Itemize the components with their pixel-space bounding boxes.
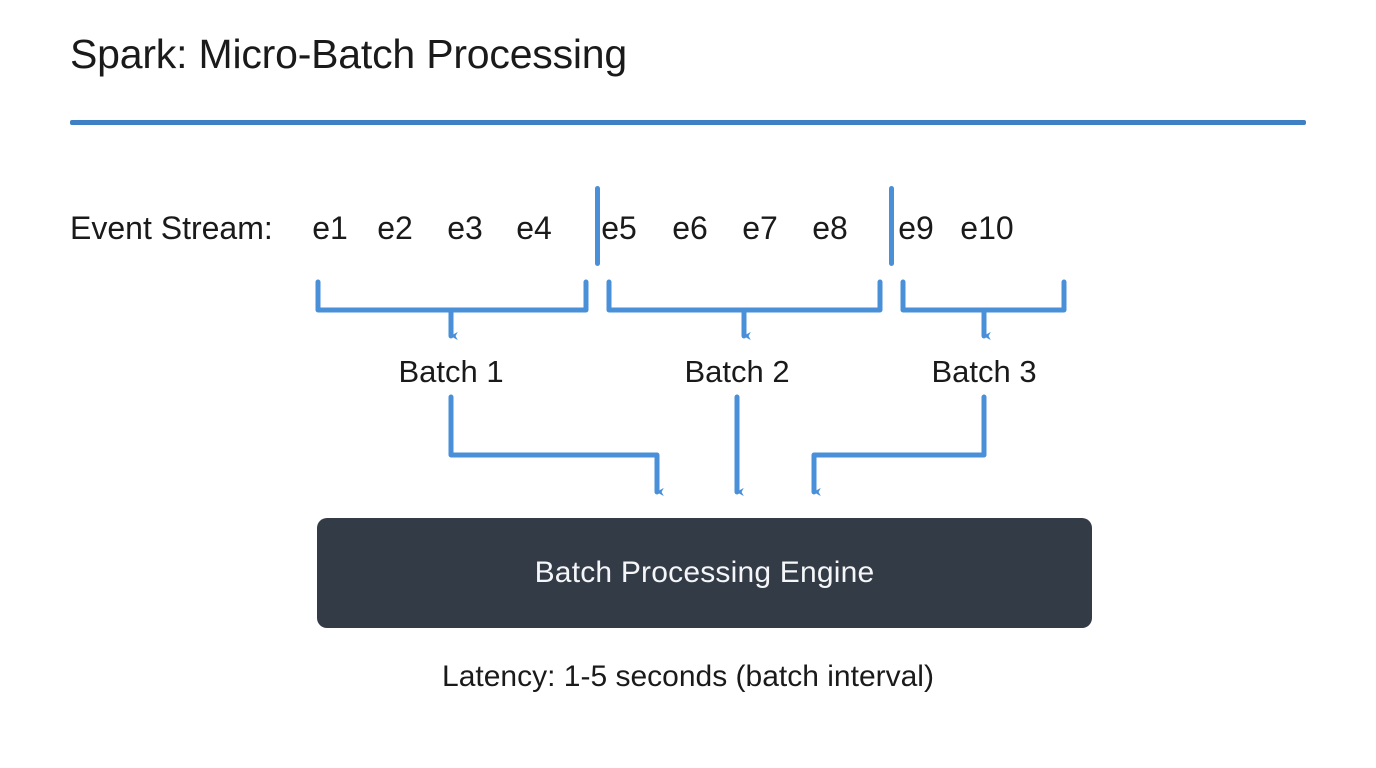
bracket-batch-1 xyxy=(315,279,589,313)
divider-2 xyxy=(889,186,894,266)
event-e6: e6 xyxy=(672,210,708,246)
arrow-batch-3-to-engine xyxy=(811,394,987,497)
event-e3: e3 xyxy=(447,210,483,246)
divider-1 xyxy=(595,186,600,266)
event-e4: e4 xyxy=(516,210,552,246)
engine-label: Batch Processing Engine xyxy=(534,556,875,589)
event-stream-label: Event Stream: xyxy=(70,210,273,246)
arrow-batch-1-to-engine xyxy=(448,394,664,497)
latency-caption: Latency: 1-5 seconds (batch interval) xyxy=(442,660,934,693)
event-e9: e9 xyxy=(898,210,934,246)
batch-label-3: Batch 3 xyxy=(931,354,1037,389)
event-e1: e1 xyxy=(312,210,348,246)
batch-label-1: Batch 1 xyxy=(398,354,504,389)
event-e8: e8 xyxy=(812,210,848,246)
event-e2: e2 xyxy=(377,210,413,246)
batch-processing-engine-box: Batch Processing Engine xyxy=(317,518,1092,628)
event-e10: e10 xyxy=(960,210,1014,246)
page-title: Spark: Micro-Batch Processing xyxy=(70,31,628,77)
event-e7: e7 xyxy=(742,210,778,246)
batch-label-2: Batch 2 xyxy=(684,354,790,389)
title-divider-rule xyxy=(70,120,1306,125)
bracket-batch-3 xyxy=(900,279,1067,313)
event-e5: e5 xyxy=(601,210,637,246)
bracket-batch-2 xyxy=(606,279,883,313)
